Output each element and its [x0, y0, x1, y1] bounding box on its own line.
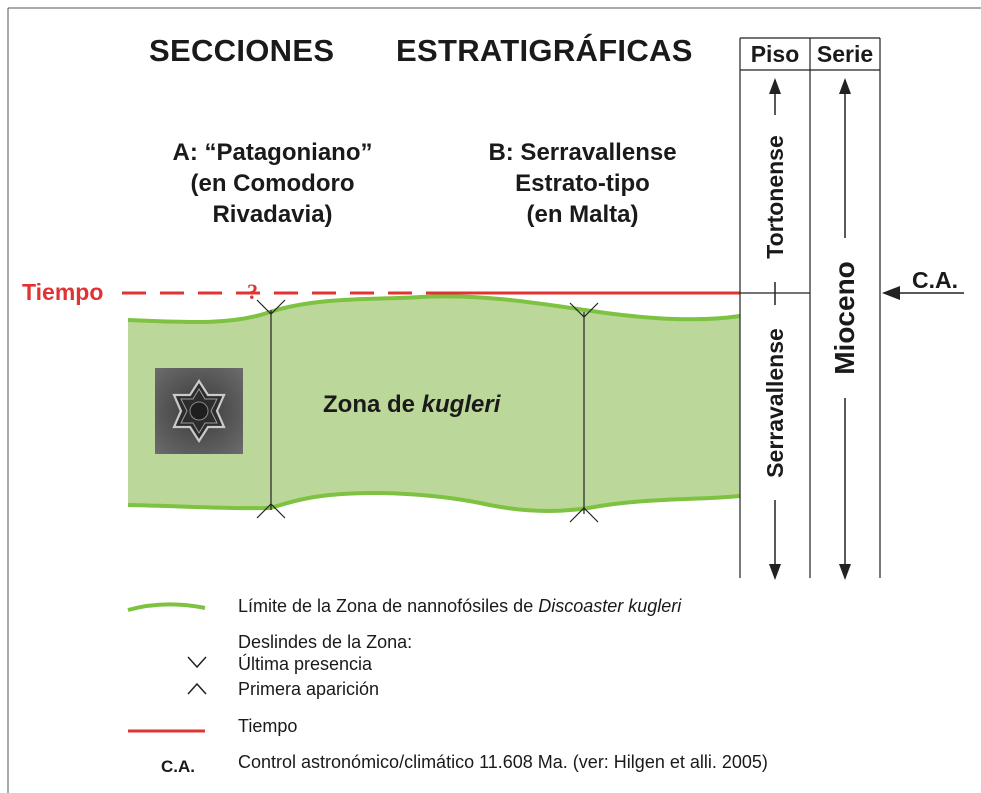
legend-last-occurrence-symbol	[187, 656, 207, 669]
section-b-last-occurrence-mark	[569, 302, 599, 318]
section-a-header: A: “Patagoniano” (en Comodoro Rivadavia)	[120, 137, 425, 230]
mioceno-arrowhead-up	[839, 78, 851, 94]
section-a-line2: (en Comodoro	[190, 170, 355, 197]
zone-label-prefix: Zona de	[323, 391, 422, 418]
legend-boundaries-title: Deslindes de la Zona:	[238, 632, 413, 652]
zone-label: Zona de kugleri	[323, 391, 500, 419]
time-line-question-mark: ?	[247, 279, 258, 304]
time-line-label: Tiempo	[22, 279, 104, 305]
section-a-line1: A: “Patagoniano”	[172, 139, 373, 166]
tortonense-arrowhead	[769, 78, 781, 94]
section-b-line2: Estrato-tipo	[515, 170, 650, 197]
legend-zone-limit-species: Discoaster kugleri	[538, 596, 682, 616]
series-label-mioceno: Mioceno	[829, 261, 860, 375]
legend-zone-limit: Límite de la Zona de nannofósiles de Dis…	[238, 596, 681, 617]
legend-time: Tiempo	[238, 716, 298, 736]
timescale-header-series: Serie	[816, 41, 874, 67]
legend-green-line-symbol	[127, 602, 206, 612]
zone-label-species: kugleri	[421, 391, 501, 418]
kugleri-zone-band	[128, 296, 740, 512]
serravallense-arrowhead	[769, 564, 781, 580]
zone-lower-boundary	[127, 491, 741, 514]
legend-zone-limit-prefix: Límite de la Zona de nannofósiles de	[238, 596, 539, 616]
legend-last-occurrence: Última presencia	[238, 654, 373, 674]
section-a-last-occurrence-mark	[256, 299, 286, 315]
ca-marker-label: C.A.	[912, 267, 958, 293]
mioceno-arrowhead-down	[839, 564, 851, 580]
discoaster-fossil-image	[155, 368, 243, 454]
section-b-first-appearance-mark	[569, 507, 599, 523]
timescale-header-stage: Piso	[750, 41, 800, 67]
section-b-line1: B: Serravallense	[488, 139, 677, 166]
section-b-line3: (en Malta)	[526, 201, 639, 228]
section-b-header: B: Serravallense Estrato-tipo (en Malta)	[445, 137, 720, 230]
legend-first-appearance: Primera aparición	[238, 679, 380, 699]
diagram-title-part2: ESTRATIGRÁFICAS	[396, 33, 693, 68]
stage-label-tortonense: Tortonense	[762, 135, 788, 259]
section-a-first-appearance-mark	[256, 503, 286, 519]
section-a-line3: Rivadavia)	[212, 201, 333, 228]
legend-first-appearance-symbol	[187, 682, 207, 695]
diagram-title-part1: SECCIONES	[149, 33, 335, 68]
legend-ca-text: Control astronómico/climático 11.608 Ma.…	[238, 752, 768, 772]
ca-arrowhead	[882, 286, 900, 300]
stage-label-serravallense: Serravallense	[762, 328, 788, 478]
zone-upper-boundary	[127, 294, 741, 325]
legend-ca-abbrev: C.A.	[161, 757, 195, 776]
